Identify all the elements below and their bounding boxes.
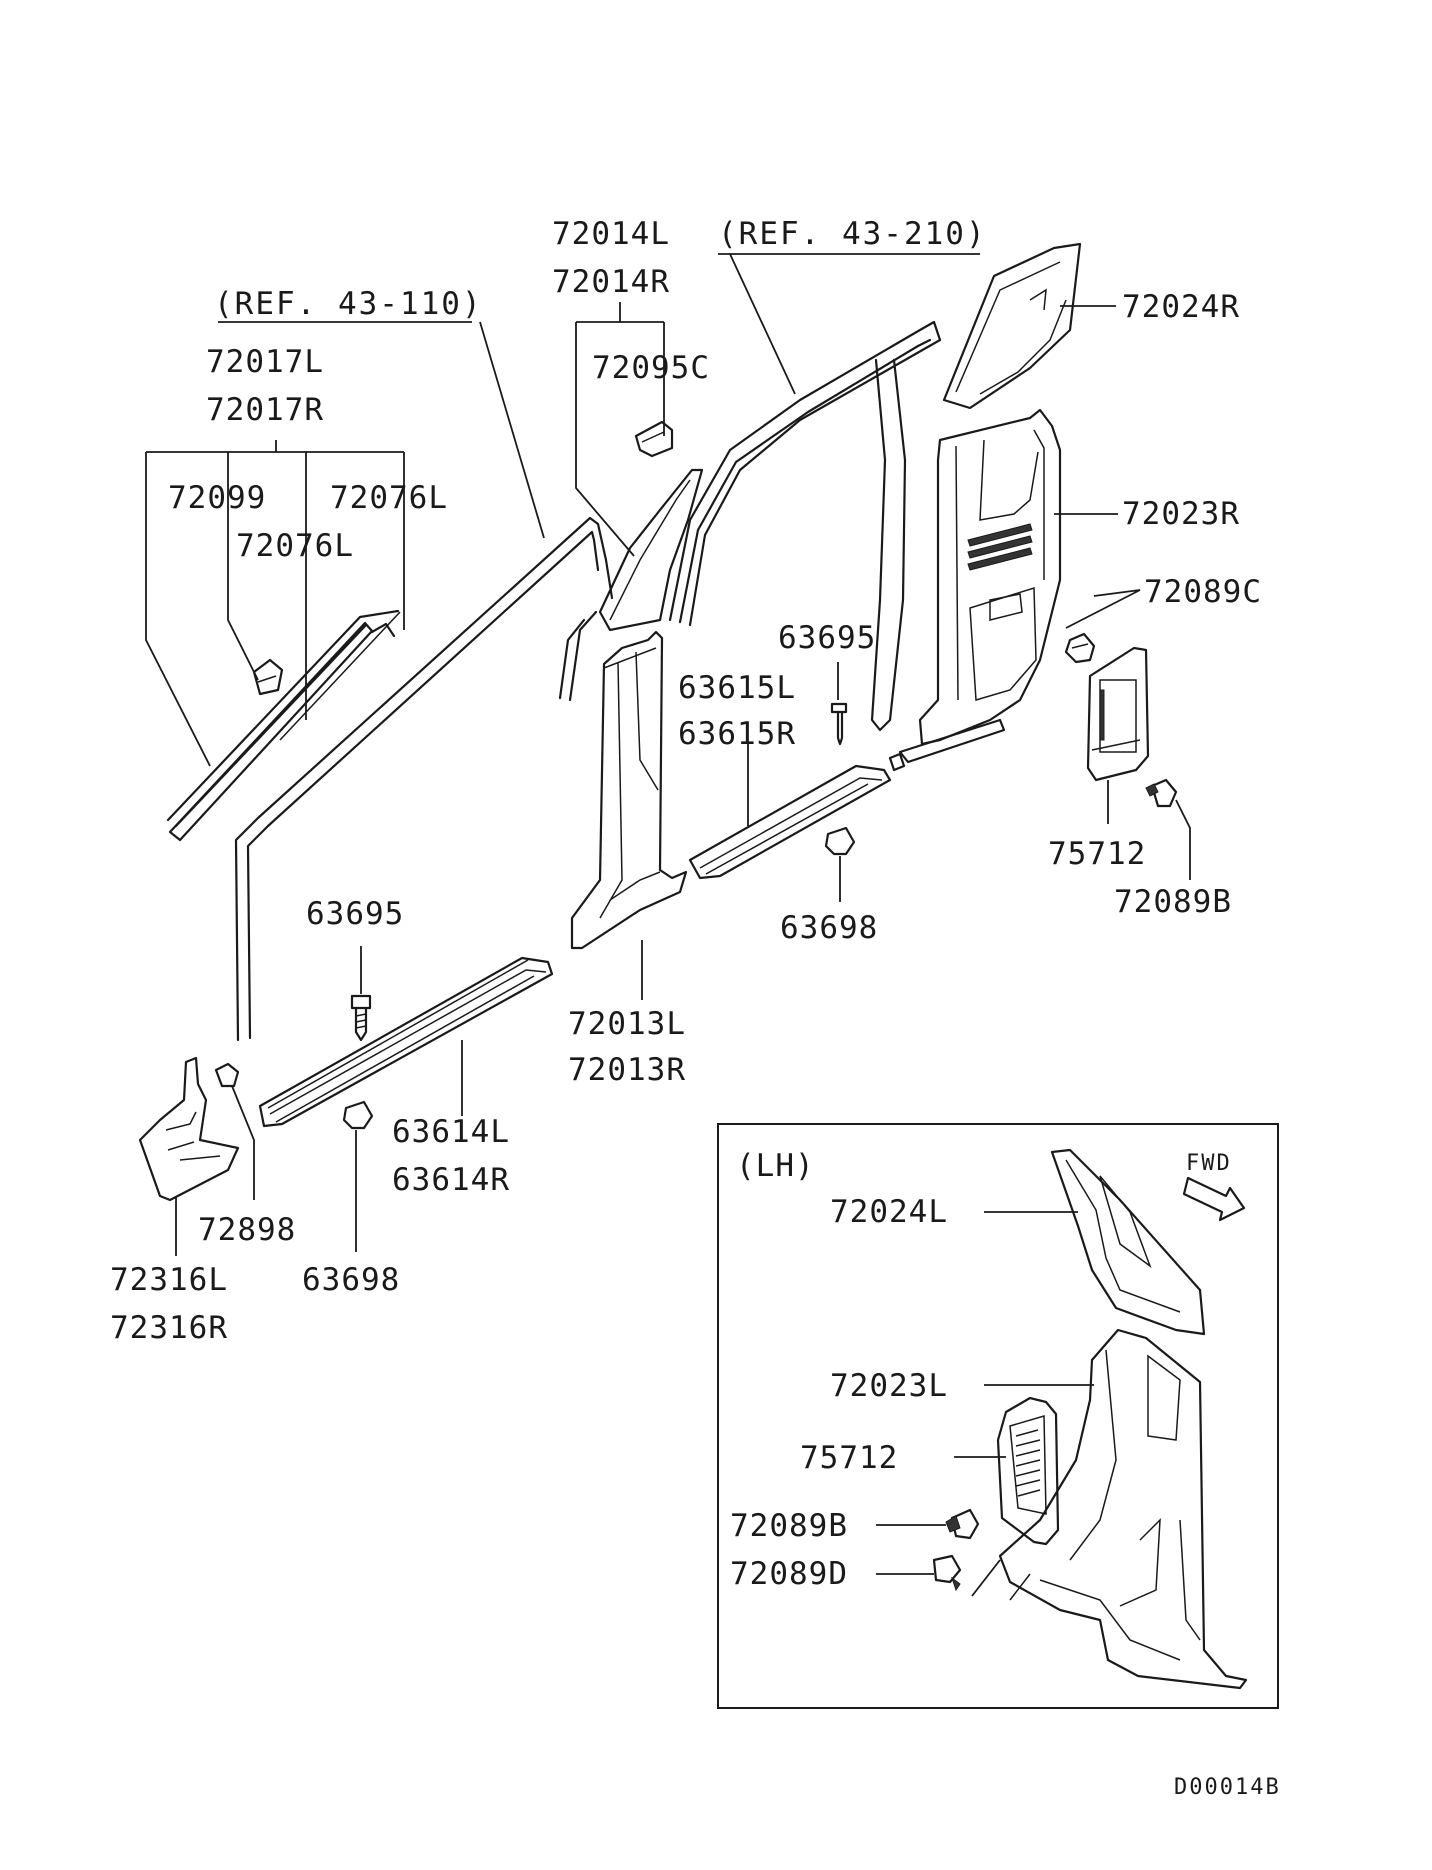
leader-lines (145, 253, 1191, 1256)
label-inset-lh: (LH) (736, 1148, 815, 1184)
a-pillar-trim (558, 468, 704, 702)
label-72014l: 72014L (552, 216, 670, 252)
label-63695-rear: 63695 (778, 620, 876, 656)
label-63695-front: 63695 (306, 896, 404, 932)
lh-inset (717, 1123, 1279, 1709)
scuff-plate-front (258, 956, 554, 1128)
label-72076l-b: 72076L (236, 528, 354, 564)
label-72023r: 72023R (1122, 496, 1240, 532)
clip-63698-front (342, 1100, 374, 1130)
clip-72898 (214, 1062, 240, 1088)
label-63615r: 63615R (678, 716, 796, 752)
label-72089b-left: 72089B (730, 1508, 848, 1544)
scuff-plate-rear (688, 764, 892, 880)
door-frame-weatherstrip (668, 320, 942, 732)
label-72089b-right: 72089B (1114, 884, 1232, 920)
label-72316l: 72316L (110, 1262, 228, 1298)
label-63698-rear: 63698 (780, 910, 878, 946)
label-72017r: 72017R (206, 392, 324, 428)
clip-72089c (1064, 632, 1096, 664)
clip-63698-rear (824, 826, 856, 856)
label-63698-front: 63698 (302, 1262, 400, 1298)
label-63614l: 63614L (392, 1114, 510, 1150)
label-75712-left: 75712 (800, 1440, 898, 1476)
label-72089c: 72089C (1144, 574, 1262, 610)
label-72013l: 72013L (568, 1006, 686, 1042)
callout-labels: 72014L 72014R (REF. 43-210) (REF. 43-110… (110, 216, 1281, 1800)
label-72089d: 72089D (730, 1556, 848, 1592)
clip-72076l (370, 622, 396, 638)
label-72095c: 72095C (592, 350, 710, 386)
label-72316r: 72316R (110, 1310, 228, 1346)
upper-quarter-trim-right (942, 242, 1082, 410)
label-72076l-a: 72076L (330, 480, 448, 516)
clip-72095c (634, 420, 674, 458)
label-72099: 72099 (168, 480, 266, 516)
label-63614r: 63614R (392, 1162, 510, 1198)
label-ref-43-210: (REF. 43-210) (718, 216, 987, 252)
screw-63695-rear (830, 702, 848, 746)
label-72024r: 72024R (1122, 289, 1240, 325)
label-72023l: 72023L (830, 1368, 948, 1404)
speaker-grille-right (1086, 646, 1150, 782)
label-ref-43-110: (REF. 43-110) (214, 286, 483, 322)
lower-quarter-trim-right (888, 408, 1062, 772)
kick-panel (138, 1056, 240, 1202)
clip-72099 (252, 658, 284, 696)
front-weatherstrip (234, 516, 614, 1042)
label-fwd: FWD (1186, 1151, 1232, 1176)
figure-code: D00014B (1174, 1775, 1281, 1800)
label-72017l: 72017L (206, 344, 324, 380)
fwd-arrow-icon (1182, 1176, 1246, 1222)
clip-72089b-right (1145, 778, 1178, 808)
label-63615l: 63615L (678, 670, 796, 706)
label-75712-right: 75712 (1048, 836, 1146, 872)
screw-63695-front (350, 994, 372, 1042)
label-72014r: 72014R (552, 264, 670, 300)
b-pillar-trim (570, 630, 688, 950)
label-72013r: 72013R (568, 1052, 686, 1088)
label-72024l: 72024L (830, 1194, 948, 1230)
label-72898: 72898 (198, 1212, 296, 1248)
front-door-trim-strip (166, 609, 401, 842)
